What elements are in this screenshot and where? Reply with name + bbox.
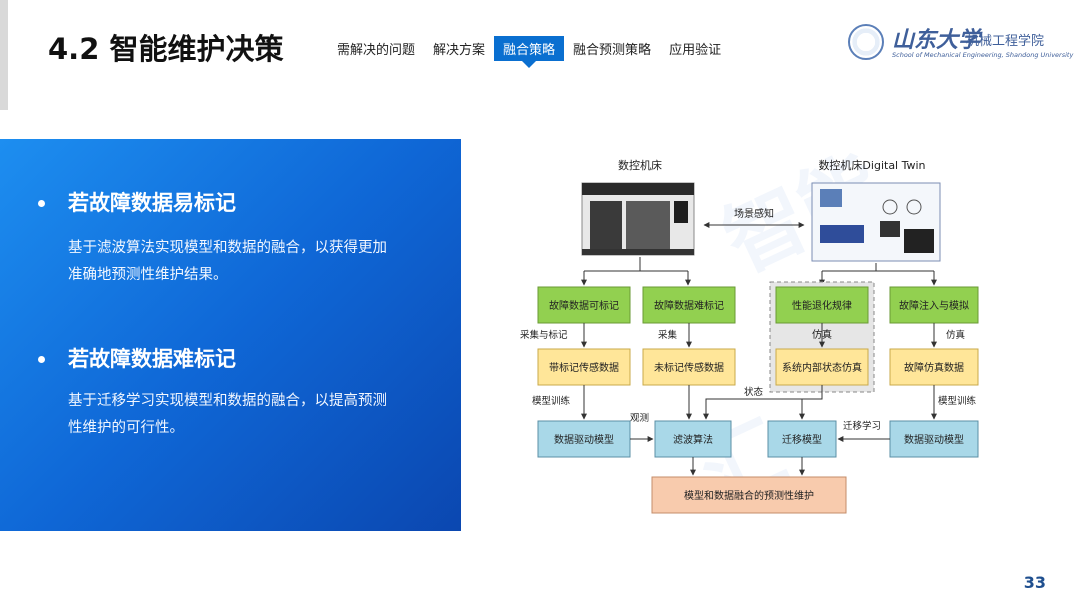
edge-label: 模型训练 [938, 395, 977, 407]
svg-text:系统内部状态仿真: 系统内部状态仿真 [782, 361, 862, 374]
logo-school-name: 机械工程学院 [966, 34, 1045, 49]
svg-text:模型和数据融合的预测性维护: 模型和数据融合的预测性维护 [684, 489, 814, 502]
bullet-icon [38, 200, 45, 207]
bullet-body: 基于滤波算法实现模型和数据的融合，以获得更加准确地预测性维护结果。 [68, 240, 387, 283]
svg-text:性能退化规律: 性能退化规律 [792, 299, 852, 312]
digital-twin-image [811, 182, 941, 262]
row2-box: 带标记传感数据 [537, 348, 631, 386]
svg-text:故障数据可标记: 故障数据可标记 [549, 299, 619, 312]
bullet-icon [38, 356, 45, 363]
nav-item-fusion-prediction[interactable]: 融合预测策略 [573, 43, 652, 58]
edge-label: 模型训练 [532, 395, 571, 407]
edge-label: 采集与标记 [520, 329, 568, 341]
row1-box: 故障注入与模拟 [889, 286, 979, 324]
bullet-heading: 若故障数据难标记 [68, 347, 236, 371]
row3-box: 迁移模型 [767, 420, 837, 458]
svg-text:数据驱动模型: 数据驱动模型 [554, 433, 614, 446]
row1-box: 故障数据难标记 [642, 286, 736, 324]
nav-item-problem[interactable]: 需解决的问题 [337, 43, 416, 58]
page-title: 4.2 智能维护决策 [48, 32, 284, 66]
bottom-box: 模型和数据融合的预测性维护 [651, 476, 847, 514]
logo-script: 山东大学 [892, 27, 981, 53]
edge-label: 观测 [630, 413, 649, 424]
page-number: 33 [1023, 573, 1046, 592]
logo-english-name: School of Mechanical Engineering, Shando… [892, 51, 1074, 59]
row3-box: 滤波算法 [654, 420, 732, 458]
nav-item-fusion-strategy[interactable]: 融合策略 [494, 36, 565, 68]
edge-label: 仿真 [946, 329, 965, 341]
row2-box: 系统内部状态仿真 [775, 348, 869, 386]
svg-text:数据驱动模型: 数据驱动模型 [904, 433, 964, 446]
nav-item-application[interactable]: 应用验证 [669, 43, 722, 58]
nav-item-solution[interactable]: 解决方案 [433, 43, 486, 58]
svg-text:滤波算法: 滤波算法 [673, 433, 713, 446]
svg-text:迁移模型: 迁移模型 [782, 433, 822, 446]
bullet-heading: 若故障数据易标记 [68, 191, 236, 215]
university-seal-icon [848, 24, 884, 60]
cnc-label: 数控机床 [618, 158, 662, 172]
scene-sensing-label: 场景感知 [734, 207, 774, 220]
row1-box: 性能退化规律 [775, 286, 869, 324]
svg-text:带标记传感数据: 带标记传感数据 [549, 361, 619, 374]
university-logo: 山东大学 机械工程学院 School of Mechanical Enginee… [848, 22, 1073, 66]
top-nav: 需解决的问题 解决方案 融合策略 融合预测策略 应用验证 [328, 36, 730, 68]
svg-text:故障数据难标记: 故障数据难标记 [654, 299, 724, 312]
row2-box: 故障仿真数据 [889, 348, 979, 386]
bullet-body: 基于迁移学习实现模型和数据的融合，以提高预测性维护的可行性。 [68, 393, 387, 436]
row1-box: 故障数据可标记 [537, 286, 631, 324]
edge-label: 采集 [658, 329, 678, 341]
left-accent-strip [0, 0, 8, 110]
svg-text:未标记传感数据: 未标记传感数据 [654, 361, 724, 374]
content-panel: 若故障数据易标记 基于滤波算法实现模型和数据的融合，以获得更加准确地预测性维护结… [0, 139, 461, 531]
cnc-machine-image [581, 182, 695, 256]
edge-label: 仿真 [812, 328, 832, 341]
twin-label: 数控机床Digital Twin [818, 158, 925, 172]
svg-text:故障注入与模拟: 故障注入与模拟 [899, 299, 969, 312]
edge-label: 迁移学习 [843, 420, 881, 432]
row3-box: 数据驱动模型 [889, 420, 979, 458]
row3-box: 数据驱动模型 [537, 420, 631, 458]
fusion-strategy-diagram: 数控机床 数控机床Digital Twin 场景感知 故障数据可标记 [520, 158, 979, 514]
edge-label: 状态 [744, 386, 764, 398]
svg-text:故障仿真数据: 故障仿真数据 [904, 361, 964, 374]
row2-box: 未标记传感数据 [642, 348, 736, 386]
